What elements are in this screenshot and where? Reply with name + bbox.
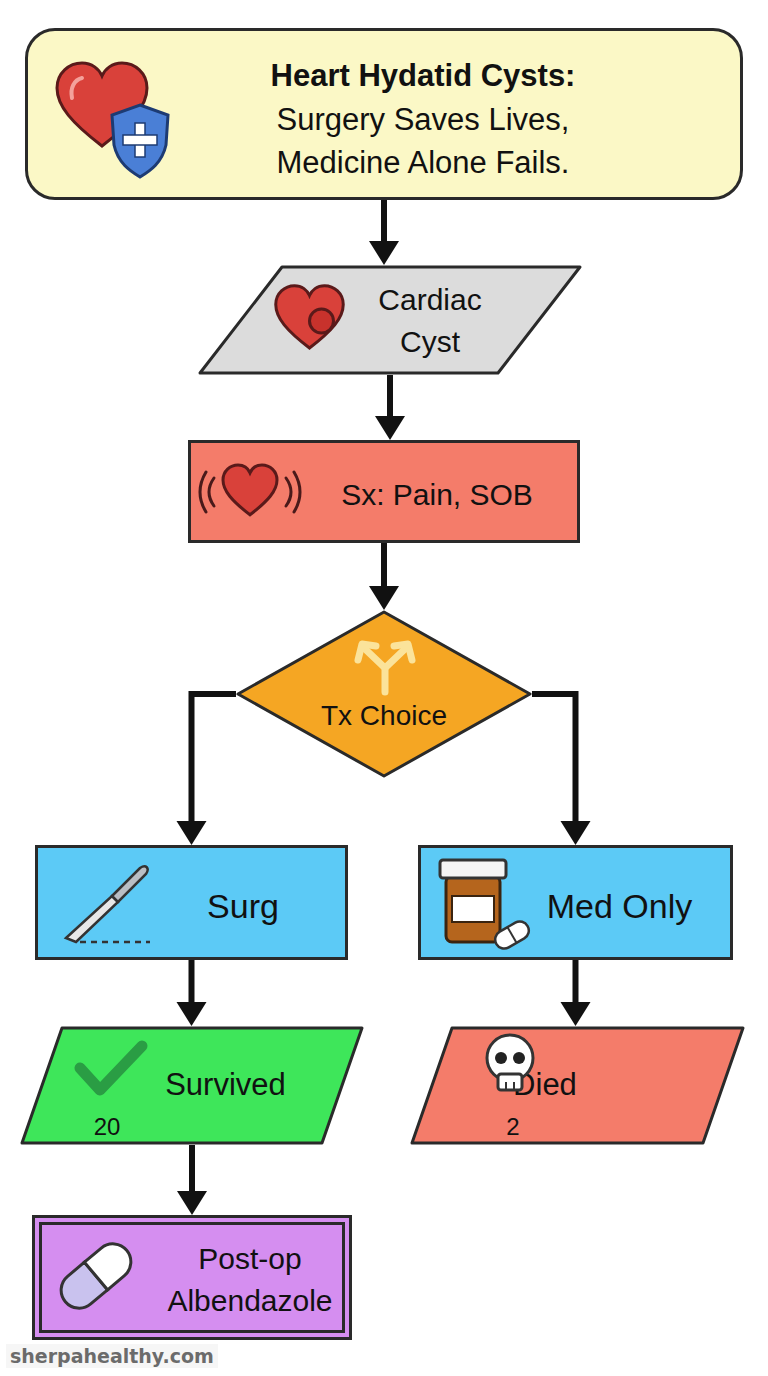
connector-line bbox=[189, 1145, 195, 1193]
node-text: Tx Choice bbox=[284, 699, 484, 733]
flow-arrow bbox=[369, 200, 399, 265]
arrow-head bbox=[369, 586, 399, 610]
flow-arrow bbox=[532, 694, 591, 845]
shape-fill bbox=[238, 612, 530, 776]
flow-arrow bbox=[177, 960, 207, 1026]
node-text: Med Only bbox=[517, 886, 722, 926]
flow-arrow bbox=[375, 375, 405, 440]
diamond-outline bbox=[236, 610, 532, 778]
node-text: Surg bbox=[158, 886, 328, 926]
connector-line bbox=[573, 960, 579, 1004]
process-box: Surg bbox=[35, 845, 348, 960]
shape-fill bbox=[22, 1028, 362, 1143]
arrow-head bbox=[561, 821, 591, 845]
subprocess-box: Post-op Albendazole bbox=[32, 1215, 352, 1340]
connector-line bbox=[381, 200, 387, 243]
parallelogram-outline bbox=[410, 1026, 745, 1145]
connector-line bbox=[381, 543, 387, 588]
node-text: Cardiac Cyst bbox=[350, 279, 510, 363]
node-text: Survived bbox=[138, 1066, 313, 1104]
process-box: Med Only bbox=[418, 845, 733, 960]
outcome-parallelogram: Died 2 bbox=[410, 1026, 745, 1145]
connector-line bbox=[192, 694, 237, 823]
node-text: Died bbox=[485, 1066, 605, 1104]
connector-line bbox=[532, 694, 576, 823]
flow-arrow bbox=[177, 694, 237, 845]
arrow-head bbox=[369, 241, 399, 265]
count-number: 2 bbox=[496, 1113, 530, 1141]
arrow-head bbox=[177, 1191, 207, 1215]
shape-fill bbox=[200, 267, 580, 373]
connector-line bbox=[387, 375, 393, 418]
process-box: Sx: Pain, SOB bbox=[188, 440, 580, 543]
flow-arrow bbox=[369, 543, 399, 610]
connector-line bbox=[189, 960, 195, 1004]
subtitle-text: Surgery Saves Lives, Medicine Alone Fail… bbox=[213, 98, 633, 184]
node-text: Sx: Pain, SOB bbox=[303, 476, 571, 514]
decision-diamond: Tx Choice bbox=[236, 610, 532, 778]
node-text: Post-op Albendazole bbox=[155, 1238, 345, 1322]
watermark: sherpahealthy.com bbox=[6, 1344, 218, 1368]
flow-arrow bbox=[177, 1145, 207, 1215]
input-parallelogram: Cardiac Cyst bbox=[198, 265, 582, 375]
flow-arrow bbox=[561, 960, 591, 1026]
title-box: Heart Hydatid Cysts: Surgery Saves Lives,… bbox=[25, 28, 743, 200]
parallelogram-outline bbox=[198, 265, 582, 375]
count-number: 20 bbox=[82, 1113, 132, 1141]
shape-fill bbox=[412, 1028, 743, 1143]
arrow-head bbox=[177, 1002, 207, 1026]
arrow-head bbox=[375, 416, 405, 440]
outcome-parallelogram: Survived20 bbox=[20, 1026, 364, 1145]
title-text: Heart Hydatid Cysts: bbox=[203, 58, 643, 94]
arrow-head bbox=[177, 821, 207, 845]
arrow-head bbox=[561, 1002, 591, 1026]
